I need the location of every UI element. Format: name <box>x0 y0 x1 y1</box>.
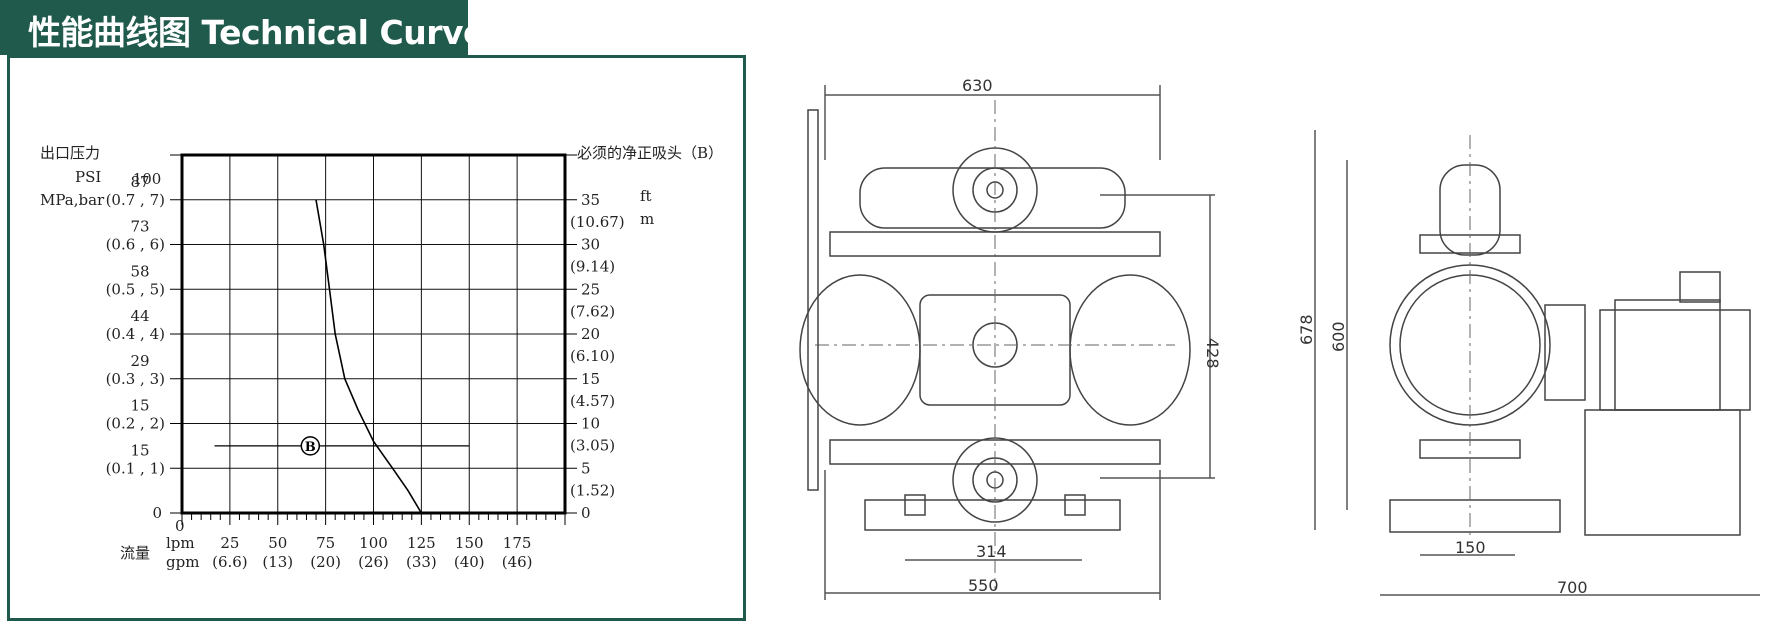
m-tick-label: (7.62) <box>570 302 615 320</box>
performance-curve-chart: 出口压力 PSI MPa,bar 必须的净正吸头（B） ft m 流量 lpm … <box>40 144 723 571</box>
m-tick-label: (10.67) <box>570 213 625 231</box>
psi-tick-label: 44 <box>130 307 149 325</box>
ft-tick-label: 30 <box>581 236 600 254</box>
lpm-tick-label: 125 <box>407 534 436 552</box>
bar-tick-label: (0.2 , 2) <box>106 415 165 433</box>
x-axis-unit-lpm: lpm <box>166 534 195 552</box>
m-tick-label: (3.05) <box>570 437 615 455</box>
psi-tick-label: 29 <box>130 352 149 370</box>
dim-314: 314 <box>976 542 1007 561</box>
psi-tick-label: 87 <box>130 173 149 191</box>
gpm-tick-label: (33) <box>406 553 437 571</box>
dim-150: 150 <box>1455 538 1486 557</box>
lpm-tick-label: 25 <box>220 534 239 552</box>
x-axis-label: 流量 <box>120 544 150 562</box>
series-curve <box>315 199 423 514</box>
gpm-tick-label: (40) <box>454 553 485 571</box>
marker-label: B <box>305 440 316 455</box>
psi-tick-label: 58 <box>130 262 149 280</box>
psi-tick-label: 15 <box>130 397 149 415</box>
lpm-tick-label: 100 <box>359 534 388 552</box>
left-axis-unit-psi: PSI <box>75 168 101 186</box>
right-axis-unit-m: m <box>640 210 654 228</box>
lpm-tick-label: 150 <box>455 534 484 552</box>
gpm-tick-label: (26) <box>358 553 389 571</box>
gpm-tick-label: (46) <box>502 553 533 571</box>
psi-tick-label: 0 <box>152 504 162 522</box>
bar-tick-label: (0.5 , 5) <box>106 280 165 298</box>
m-tick-label: (1.52) <box>570 481 615 499</box>
m-tick-label: (4.57) <box>570 392 615 410</box>
ft-tick-label: 15 <box>581 370 600 388</box>
x-axis-unit-gpm: gpm <box>166 553 199 571</box>
gpm-tick-label: (20) <box>310 553 341 571</box>
m-tick-label: (6.10) <box>570 347 615 365</box>
x-origin-label: 0 <box>175 517 185 535</box>
bar-tick-label: (0.3 , 3) <box>106 370 165 388</box>
psi-tick-label: 15 <box>130 441 149 459</box>
bar-tick-label: (0.1 , 1) <box>106 459 165 477</box>
lpm-tick-label: 175 <box>503 534 532 552</box>
left-axis-unit-bar: MPa,bar <box>40 191 105 209</box>
gpm-tick-label: (6.6) <box>212 553 248 571</box>
bar-tick-label: (0.6 , 6) <box>106 236 165 254</box>
page-title: 性能曲线图 Technical Curve <box>28 13 485 52</box>
ft-tick-label: 25 <box>581 280 600 298</box>
right-axis-label: 必须的净正吸头（B） <box>577 144 723 162</box>
lpm-tick-label: 50 <box>268 534 287 552</box>
lpm-tick-label: 75 <box>316 534 335 552</box>
header-tab: 性能曲线图 Technical Curve <box>0 0 485 55</box>
dim-678: 678 <box>1297 314 1316 345</box>
ft-tick-label: 20 <box>581 325 600 343</box>
bar-tick-label: (0.4 , 4) <box>106 325 165 343</box>
ft-tick-label: 5 <box>581 459 591 477</box>
dim-630: 630 <box>962 76 993 95</box>
ft-tick-label: 35 <box>581 191 600 209</box>
ft-tick-label: 0 <box>581 504 591 522</box>
left-axis-label: 出口压力 <box>40 144 100 162</box>
dim-428: 428 <box>1203 338 1222 369</box>
bar-tick-label: (0.7 , 7) <box>106 191 165 209</box>
gpm-tick-label: (13) <box>262 553 293 571</box>
psi-tick-label: 100 <box>133 170 162 188</box>
dim-700: 700 <box>1557 578 1588 597</box>
ft-tick-label: 10 <box>581 415 600 433</box>
dim-600: 600 <box>1329 321 1348 352</box>
m-tick-label: (9.14) <box>570 258 615 276</box>
marker-circle <box>300 436 321 456</box>
psi-tick-label: 73 <box>130 218 149 236</box>
right-axis-unit-ft: ft <box>640 187 652 205</box>
dim-550: 550 <box>968 576 999 595</box>
chart-panel <box>7 55 746 621</box>
